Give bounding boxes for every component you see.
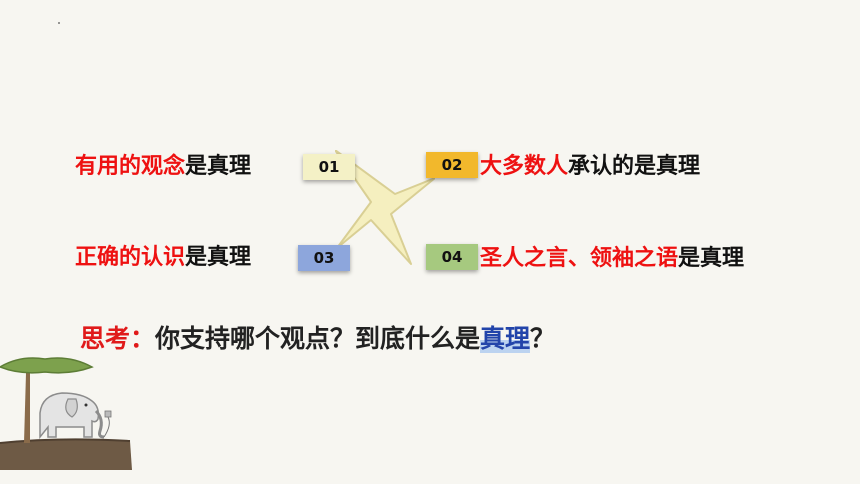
point-1-black: 是真理: [185, 154, 252, 179]
point-2-red: 大多数人: [480, 154, 569, 179]
point-1-red: 有用的观念: [75, 154, 186, 179]
point-4-black: 是真理: [678, 246, 745, 271]
elephant-tree-illustration: [0, 357, 132, 470]
four-point-star-icon: [335, 150, 435, 265]
question-label: 思考：: [80, 324, 156, 353]
point-4-red: 圣人之言、领袖之语: [480, 246, 679, 271]
point-1-text: 有用的观念是真理: [75, 152, 251, 182]
question-text: 你支持哪个观点？到底什么是: [155, 324, 481, 353]
point-3-red: 正确的认识: [75, 245, 186, 270]
point-3-black: 是真理: [185, 245, 252, 270]
question-line: 思考：你支持哪个观点？到底什么是真理？: [80, 322, 555, 356]
point-4-text: 圣人之言、领袖之语是真理: [480, 244, 744, 274]
badge-02: 02: [426, 152, 478, 178]
question-end: ？: [530, 324, 556, 353]
point-2-text: 大多数人承认的是真理: [480, 152, 700, 182]
corner-dot: [58, 22, 60, 24]
badge-04: 04: [426, 244, 478, 270]
point-3-text: 正确的认识是真理: [75, 243, 251, 273]
badge-03: 03: [298, 245, 350, 271]
badge-01: 01: [303, 154, 355, 180]
point-2-black: 承认的是真理: [568, 154, 701, 179]
question-highlight: 真理: [480, 324, 531, 353]
